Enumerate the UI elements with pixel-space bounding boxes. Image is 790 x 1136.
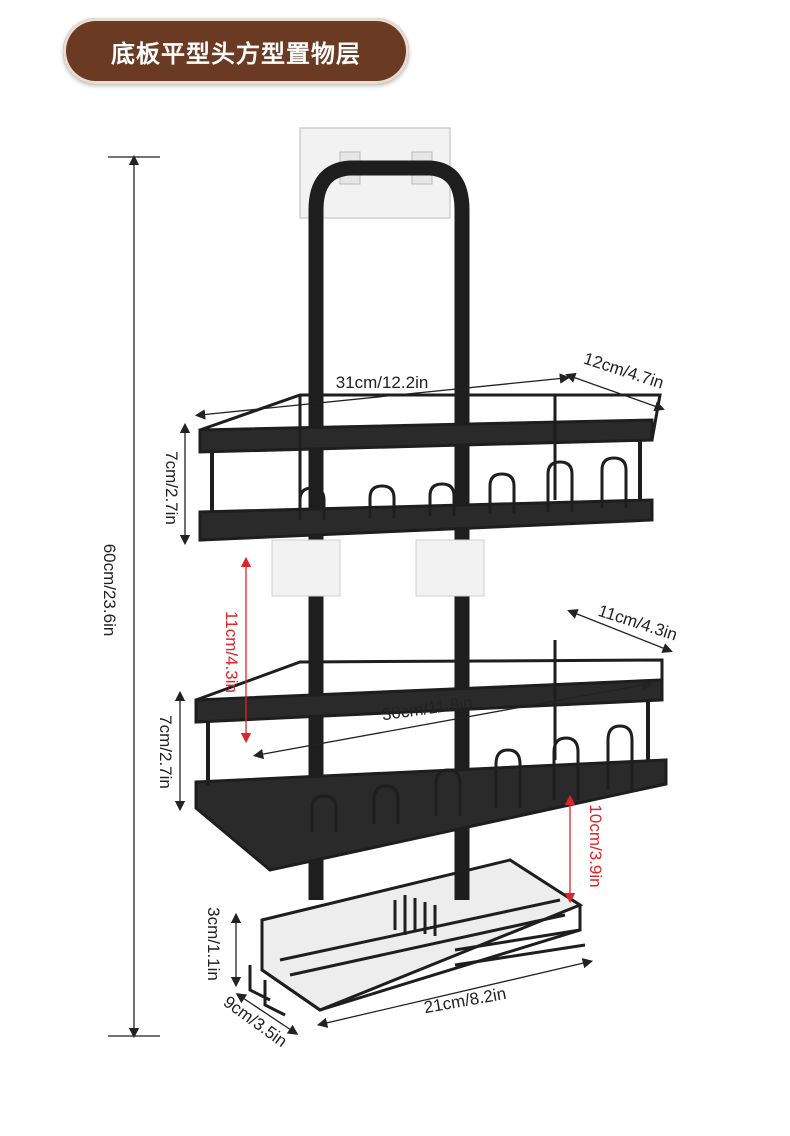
bottom-height-label: 3cm/1.1in <box>204 907 223 981</box>
top-shelf <box>198 393 662 542</box>
top-width-label: 31cm/12.2in <box>336 373 429 392</box>
hanging-frame <box>308 160 470 900</box>
top-depth-label: 12cm/4.7in <box>581 349 666 393</box>
bottom-depth-label: 9cm/3.5in <box>220 992 291 1051</box>
total-height-label: 60cm/23.6in <box>100 544 119 637</box>
upper-gap-label: 11cm/4.3in <box>222 611 241 693</box>
adhesive-plate-left <box>271 539 341 597</box>
mid-height-label: 7cm/2.7in <box>156 715 175 789</box>
top-height-label: 7cm/2.7in <box>162 451 181 525</box>
product-title-badge: 底板平型头方型置物层 <box>63 18 409 84</box>
adhesive-plate-right <box>415 539 485 597</box>
bottom-basket <box>248 858 586 1017</box>
lower-gap-label: 10cm/3.9in <box>586 804 605 887</box>
product-title: 底板平型头方型置物层 <box>111 39 361 68</box>
bottom-width-label: 21cm/8.2in <box>422 984 507 1017</box>
